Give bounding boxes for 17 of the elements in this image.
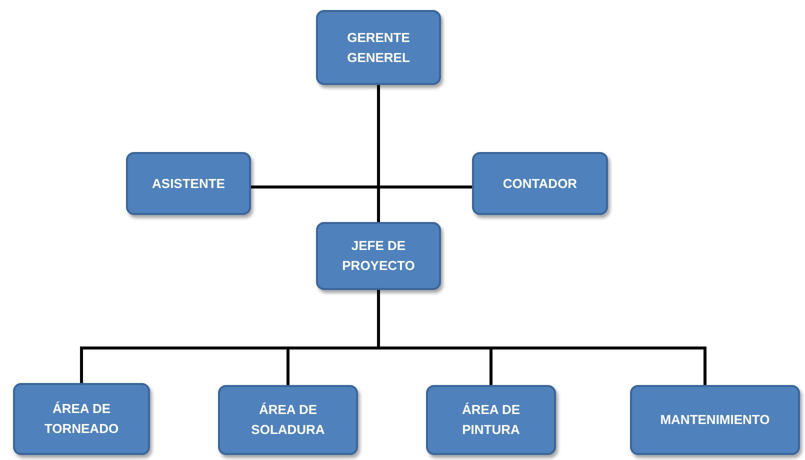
box-label: GERENTE GENEREL (346, 28, 411, 66)
org-box (126, 152, 251, 215)
box-label: ÁREA DE PINTURA (460, 401, 522, 439)
box-label: ÁREA DE SOLADURA (250, 401, 326, 439)
org-box (316, 222, 441, 290)
org-box (630, 385, 800, 455)
connector-line (377, 290, 706, 385)
org-box (426, 385, 556, 455)
box-label: ASISTENTE (152, 174, 225, 192)
box-label: ÁREA DE TORNEADO (43, 400, 120, 438)
box-label: CONTADOR (502, 174, 578, 192)
box-label: JEFE DE PROYECTO (341, 237, 416, 275)
org-box (316, 10, 441, 85)
org-box (13, 383, 150, 455)
org-box (218, 385, 358, 455)
box-label: MANTENIMIENTO (660, 411, 770, 429)
org-box (472, 152, 608, 215)
